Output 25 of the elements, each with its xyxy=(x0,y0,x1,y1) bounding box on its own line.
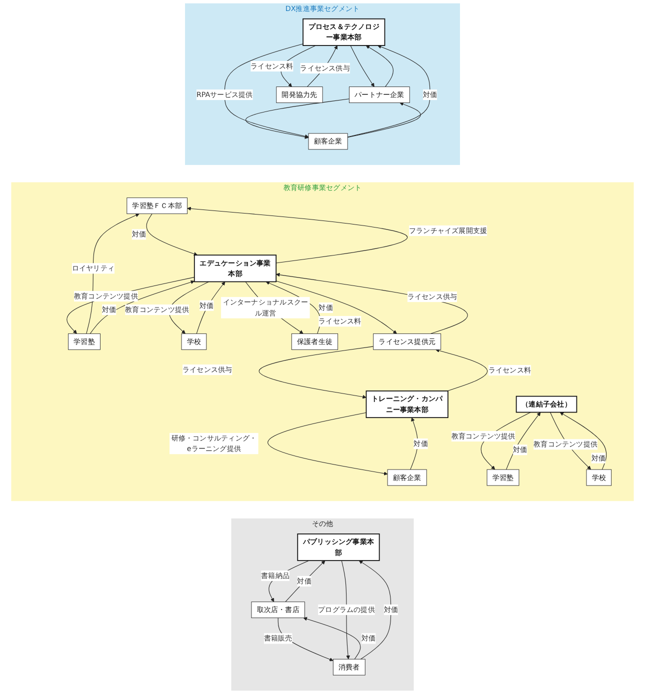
arrow xyxy=(285,560,326,602)
arrow xyxy=(146,214,198,256)
arrow xyxy=(276,272,468,334)
arrow xyxy=(303,617,361,660)
arrow xyxy=(276,280,397,334)
arrow xyxy=(347,44,430,138)
arrow xyxy=(66,276,195,334)
arrow xyxy=(358,560,392,660)
arrow xyxy=(268,412,388,476)
arrow xyxy=(196,282,226,334)
arrow xyxy=(347,102,421,138)
arrow xyxy=(436,348,488,392)
arrow xyxy=(341,560,350,660)
arrow xyxy=(258,346,374,399)
arrow xyxy=(560,412,607,470)
arrow xyxy=(187,206,408,264)
arrow xyxy=(90,280,195,334)
arrow xyxy=(410,417,418,470)
arrow xyxy=(350,45,374,87)
arrow xyxy=(366,45,394,88)
arrow xyxy=(480,412,531,470)
arrow xyxy=(224,44,309,138)
arrow xyxy=(86,213,140,334)
arrow xyxy=(246,98,350,139)
arrow xyxy=(506,412,541,470)
